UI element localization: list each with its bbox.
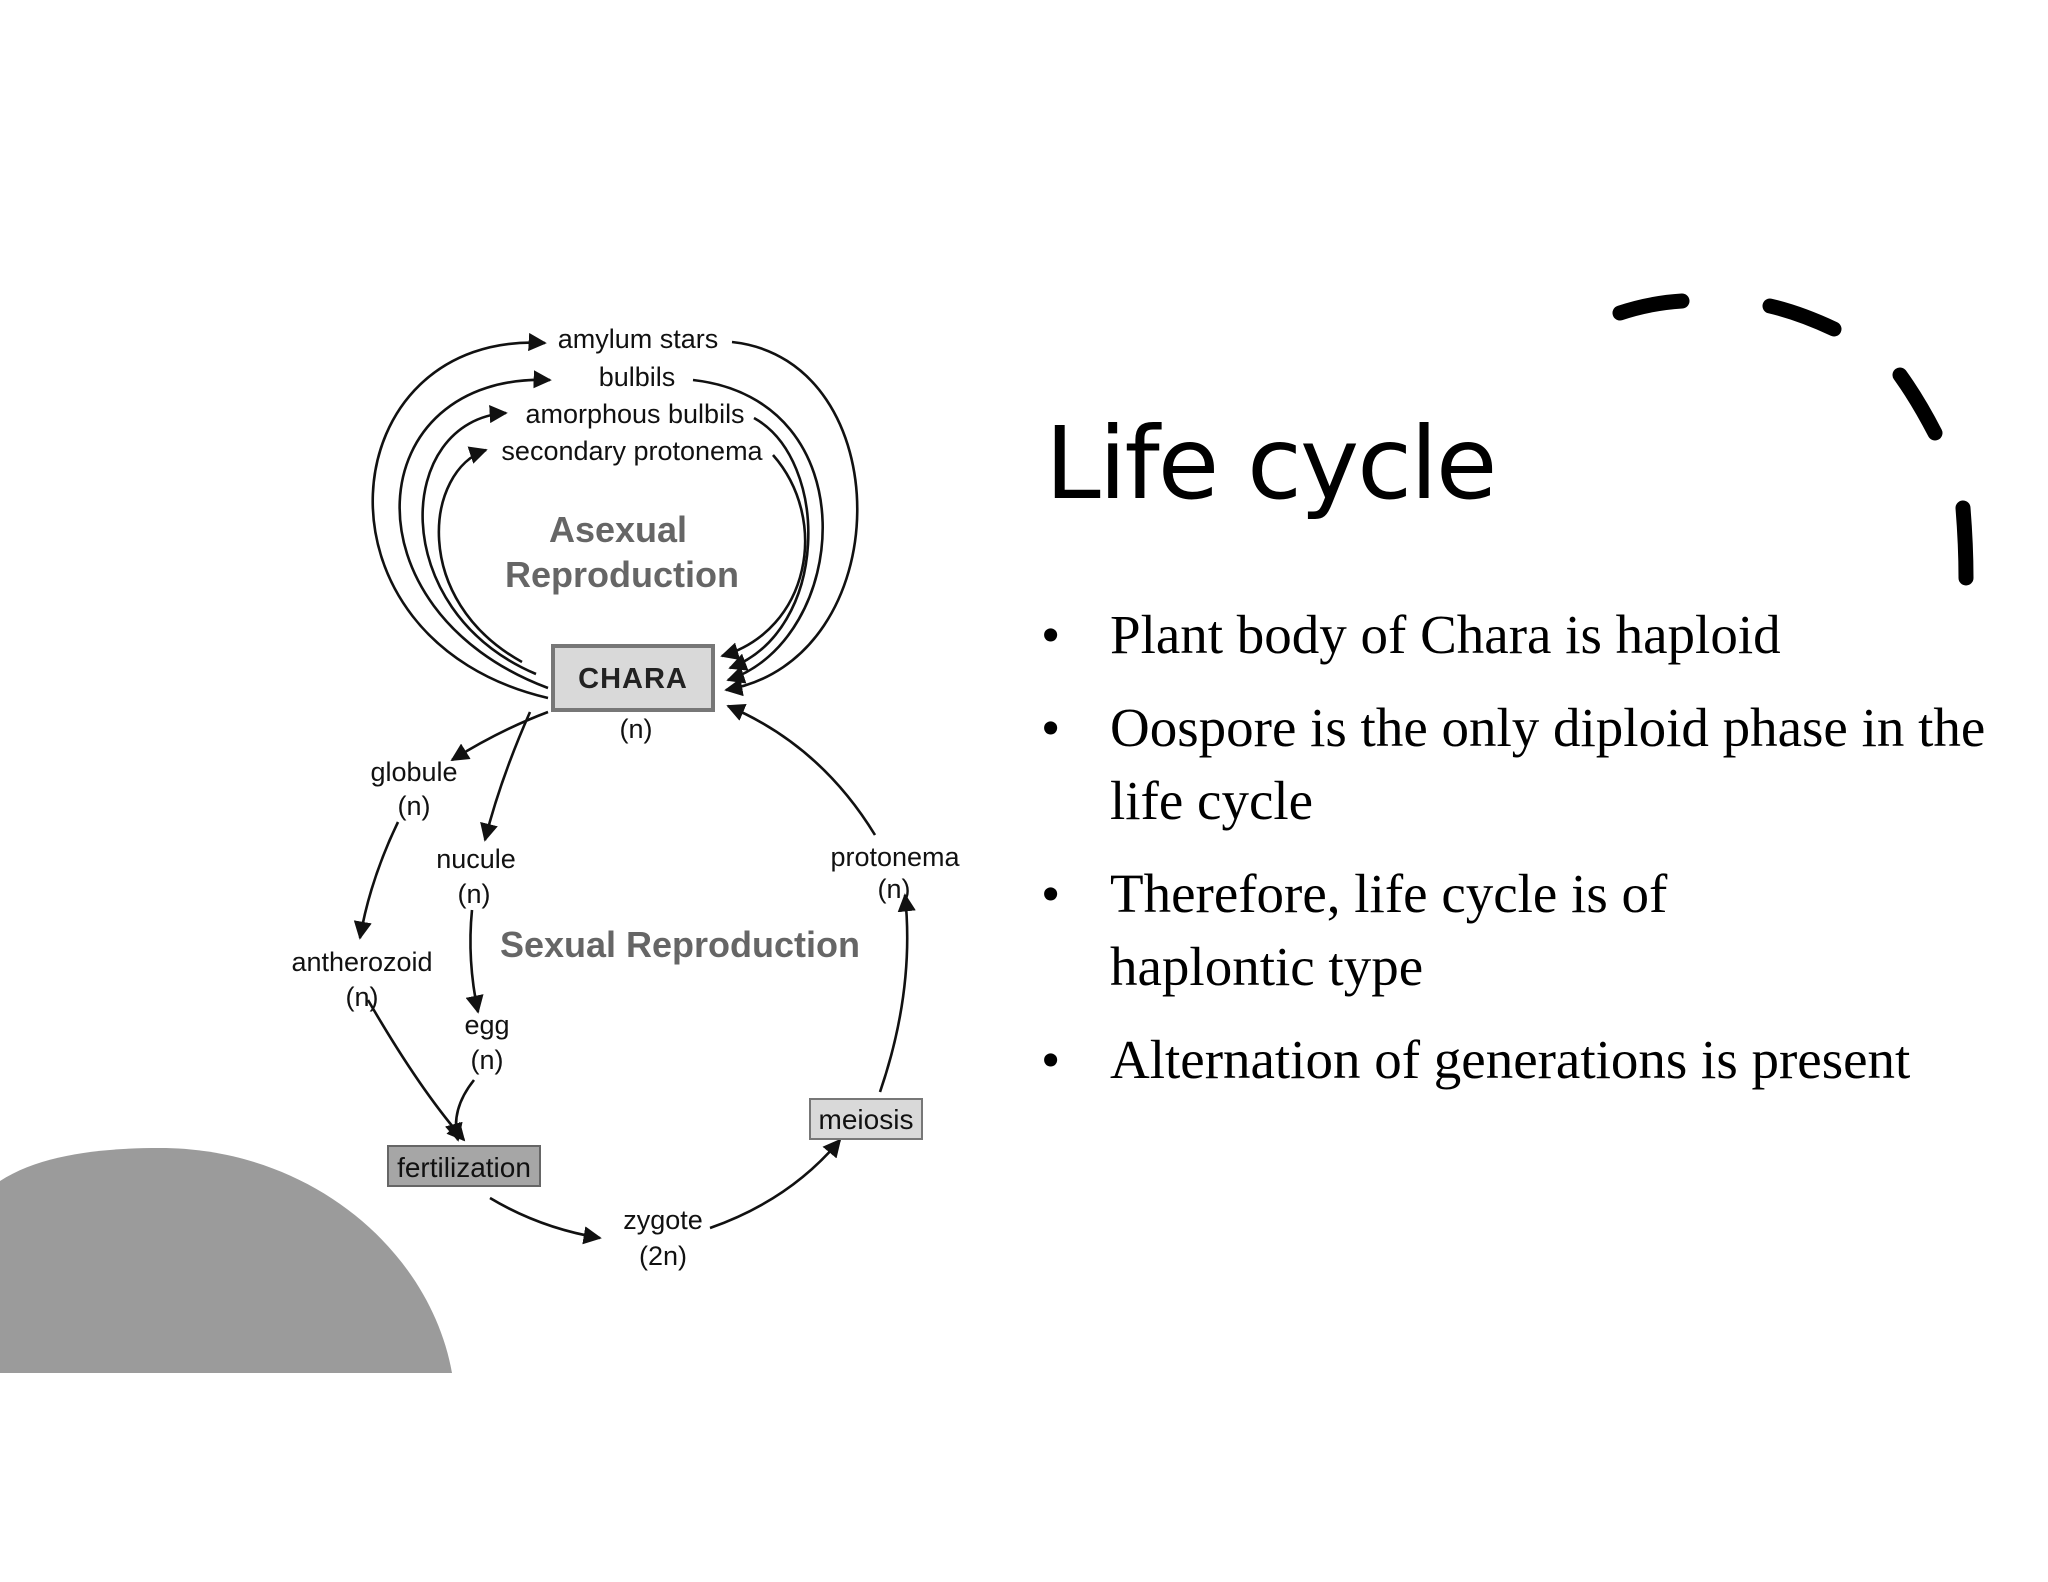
bullet-text: Plant body of Chara is haploid [1110,604,1781,665]
label-globule: globule [370,757,457,787]
arrow-nucule-egg [465,909,484,1014]
arrow-zygote-meiosis [709,1138,842,1230]
chara-label: CHARA [578,663,688,695]
label-egg-ploidy: (n) [471,1045,504,1075]
bullet-dot: • [1041,1029,1061,1090]
label-globule-ploidy: (n) [398,791,431,821]
label-amylum-stars: amylum stars [558,324,719,354]
bullet-text: Oospore is the only diploid phase in the… [1110,697,1986,831]
arrow-meiosis-protonema [878,893,916,1093]
arrow-globule-antherozoid [353,821,400,940]
bullet-dot: • [1041,604,1061,665]
bullet-emphasis: haplontic type [1110,936,1424,997]
chara-box [551,644,715,712]
fertilization-box [387,1145,541,1187]
bullet-text: Therefore, life cycle is of [1110,863,1668,924]
label-protonema: protonema [830,842,960,872]
decor-gray-half-circle [0,1148,452,1373]
label-amorphous-bulbils: amorphous bulbils [525,399,744,429]
arrow-protonema-chara [726,704,877,836]
decor-dashed-arc [1612,293,1974,586]
label-nucule: nucule [436,844,516,874]
arrow-egg-fertilization [444,1079,476,1142]
label-fertilization: fertilization [397,1152,531,1183]
arc-amorphous-out [728,416,810,671]
label-zygote-ploidy: (2n) [639,1241,687,1271]
arc-bulbils-in [398,370,552,690]
arc-secondary-protonema-in [437,446,523,664]
bullet-item: • Oospore is the only diploid phase in th… [1030,691,1990,837]
arrow-antherozoid-fertilization [366,999,466,1142]
label-secondary-protonema: secondary protonema [501,436,763,466]
asexual-title-line2: Reproduction [505,554,739,595]
bullet-text: Alternation of generations is present [1110,1029,1911,1090]
asexual-title-line1: Asexual [549,509,687,550]
label-bulbils: bulbils [599,362,676,392]
label-meiosis: meiosis [819,1104,914,1135]
arrow-chara-nucule [480,711,532,842]
arc-amylum-stars-out [724,340,859,697]
bullet-item: • Plant body of Chara is haploid [1030,598,1990,671]
sexual-title: Sexual Reproduction [500,924,860,965]
arc-secondary-protonema-out [720,454,807,661]
bullet-list: • Plant body of Chara is haploid • Oospore… [1030,598,1990,1116]
label-antherozoid-ploidy: (n) [346,982,379,1012]
bullet-dot: • [1041,697,1061,758]
bullet-item: • Therefore, life cycle is of haplontic ty… [1030,857,1990,1003]
label-antherozoid: antherozoid [291,947,432,977]
bullet-dot: • [1041,863,1061,924]
bullet-item: • Alternation of generations is present [1030,1023,1990,1096]
arc-amorphous-in [421,404,537,676]
label-nucule-ploidy: (n) [458,879,491,909]
chara-ploidy: (n) [620,714,653,744]
label-zygote: zygote [623,1205,703,1235]
meiosis-box [809,1098,923,1140]
asexual-arcs [371,332,859,700]
sexual-arrows [353,704,916,1245]
arrow-fertilization-zygote [489,1196,602,1245]
label-egg: egg [464,1010,509,1040]
arc-amylum-stars-in [371,332,549,700]
arrow-chara-globule [450,710,549,762]
arc-bulbils-out [692,378,824,684]
slide-title: Life cycle [1045,405,1497,522]
label-protonema-ploidy: (n) [878,874,911,904]
